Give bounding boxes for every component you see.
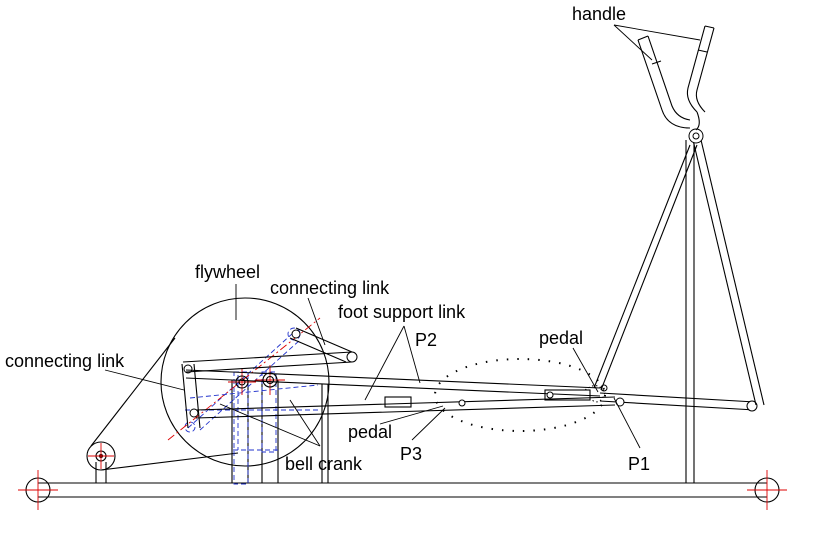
bell-crank-pivots <box>235 372 278 389</box>
label-pedal-left: pedal <box>348 422 392 442</box>
pedal-path <box>434 358 606 432</box>
label-connecting-link-top: connecting link <box>270 278 390 298</box>
upright-column <box>593 128 765 483</box>
flywheel <box>160 297 330 467</box>
label-p1: P1 <box>628 454 650 474</box>
label-foot-support-link: foot support link <box>338 302 466 322</box>
label-connecting-link-left: connecting link <box>5 351 125 371</box>
handle-bars <box>637 25 715 131</box>
foot-support-link-lower <box>195 389 616 419</box>
label-flywheel: flywheel <box>195 262 260 282</box>
rear-link <box>599 384 758 412</box>
hidden-lines <box>184 327 320 485</box>
labels: handle flywheel connecting link foot sup… <box>5 4 650 474</box>
label-p3: P3 <box>400 444 422 464</box>
left-connecting-link <box>181 363 201 429</box>
top-connecting-link <box>182 327 358 373</box>
label-handle: handle <box>572 4 626 24</box>
foot-support-link-upper <box>185 369 601 397</box>
leader-lines <box>104 24 701 449</box>
label-p2: P2 <box>415 330 437 350</box>
base-frame <box>18 462 787 510</box>
drive-belt <box>86 337 239 471</box>
label-bell-crank: bell crank <box>285 454 363 474</box>
label-pedal-right: pedal <box>539 328 583 348</box>
